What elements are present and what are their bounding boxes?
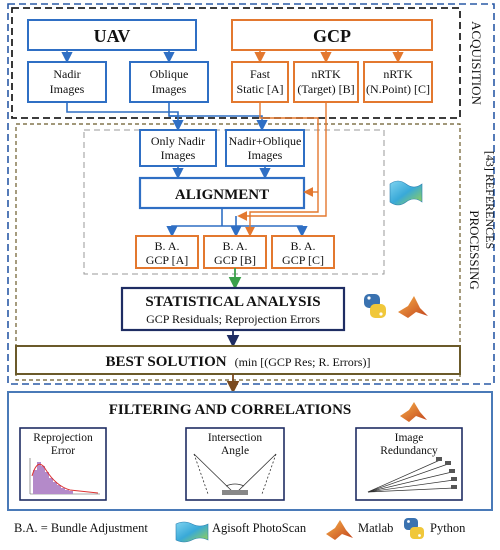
nadir-oblique-box (225, 129, 305, 167)
oblique-connector (168, 102, 268, 132)
intersection-angle-graphic (193, 453, 277, 495)
python-icon (364, 294, 386, 318)
best-solution-title: BEST SOLUTION (106, 354, 227, 370)
gcp-b-connector (237, 102, 327, 221)
gcp-title: GCP (313, 26, 351, 46)
best-solution-subtitle: (min [(GCP Res; R. Errors)] (235, 355, 371, 369)
legend: B.A. = Bundle Adjustment Agisoft PhotoSc… (14, 518, 466, 543)
legend-python-icon (404, 518, 424, 539)
only-nadir-box (139, 129, 217, 167)
ba-b-label: B. A.GCP [B] (214, 239, 256, 267)
legend-agisoft-icon (175, 521, 209, 543)
alignment-title: ALIGNMENT (175, 187, 269, 203)
legend-agisoft-text: Agisoft PhotoScan (212, 521, 307, 535)
ba-a-box (135, 235, 199, 269)
references-label: [43] REFERENCES (483, 151, 497, 249)
ba-a-branch (166, 225, 222, 238)
statistical-subtitle: GCP Residuals; Reprojection Errors (146, 312, 320, 326)
legend-ba-text: B.A. = Bundle Adjustment (14, 521, 148, 535)
ba-b-box (203, 235, 267, 269)
best-solution-box (15, 345, 461, 375)
statistical-title: STATISTICAL ANALYSIS (145, 294, 320, 310)
oblique-images-box (129, 61, 209, 103)
uav-box (27, 19, 197, 51)
processing-label: PROCESSING (467, 210, 482, 289)
filtering-title: FILTERING AND CORRELATIONS (109, 402, 352, 418)
nadir-connector (66, 102, 184, 132)
image-redundancy-graphic (367, 457, 457, 493)
ba-c-branch (222, 225, 308, 238)
legend-python-text: Python (430, 521, 466, 535)
statistical-analysis-box (120, 286, 346, 332)
acquisition-frame (11, 7, 461, 119)
legend-matlab-text: Matlab (358, 521, 393, 535)
histogram-graphic (29, 458, 100, 495)
references-frame (7, 3, 495, 385)
agisoft-photoscan-icon (389, 180, 423, 206)
intersection-angle-panel (185, 427, 285, 501)
gcp-a-connector (245, 102, 319, 237)
nrtk-point-box (363, 61, 433, 103)
ba-c-label: B. A.GCP [C] (282, 239, 324, 267)
matlab-icon-filtering (400, 402, 427, 422)
best-solution-text: BEST SOLUTION (min [(GCP Res; R. Errors)… (106, 353, 371, 370)
nrtk-target-label: nRTK(Target) [B] (297, 67, 354, 96)
image-redundancy-panel (355, 427, 463, 501)
matlab-icon (398, 296, 428, 318)
gcp-box (231, 19, 433, 51)
uav-title: UAV (94, 26, 131, 46)
nadir-images-box (27, 61, 107, 103)
ba-c-box (271, 235, 335, 269)
legend-matlab-icon (326, 520, 353, 540)
ba-a-label: B. A.GCP [A] (146, 239, 189, 267)
nrtk-target-box (293, 61, 359, 103)
nrtk-point-label: nRTK(N.Point) [C] (366, 67, 430, 96)
acquisition-label: ACQUISITION (469, 21, 484, 105)
fast-static-box (231, 61, 289, 103)
